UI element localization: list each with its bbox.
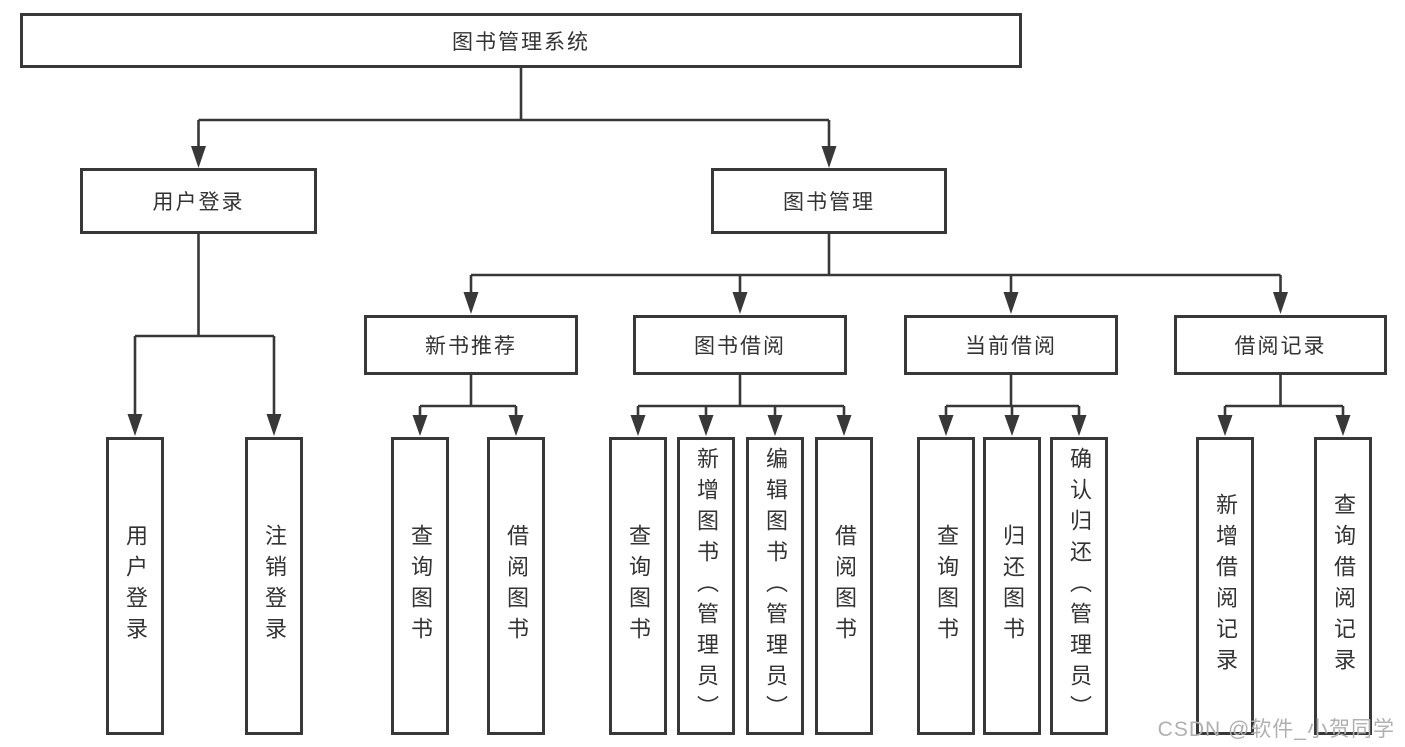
node-borrowing-records: 借阅记录 [1174,315,1387,375]
leaf-add-borrow-record-label: 新增借阅记录 [1213,493,1238,679]
node-book-borrowing: 图书借阅 [633,315,847,375]
leaf-user-login-label: 用户登录 [123,524,148,648]
leaf-search-books-recommend-label: 查询图书 [408,524,433,648]
node-book-management: 图书管理 [711,168,947,234]
leaf-logout: 注销登录 [245,437,303,735]
leaf-search-books-borrowing-label: 查询图书 [626,524,651,648]
leaf-return-book-label: 归还图书 [1000,524,1025,648]
node-book-borrowing-label: 图书借阅 [694,335,786,358]
leaf-borrow-books-recommend: 借阅图书 [487,437,545,735]
node-root: 图书管理系统 [20,13,1022,68]
watermark-text: CSDN @软件_小贺同学 [1157,718,1395,741]
leaf-search-books-current: 查询图书 [917,437,975,735]
leaf-edit-book-admin: 编辑图书（管理员） [746,437,804,735]
leaf-add-borrow-record: 新增借阅记录 [1196,437,1254,735]
node-current-borrowing: 当前借阅 [904,315,1118,375]
leaf-logout-label: 注销登录 [262,524,287,648]
leaf-user-login: 用户登录 [106,437,164,735]
node-user-login-label: 用户登录 [152,191,245,214]
node-current-borrowing-label: 当前借阅 [965,335,1057,358]
leaf-search-borrow-record-label: 查询借阅记录 [1331,493,1356,679]
node-user-login: 用户登录 [80,168,317,234]
leaf-borrow-books-borrowing: 借阅图书 [815,437,873,735]
leaf-add-book-admin-label: 新增图书（管理员） [694,446,719,726]
node-borrowing-records-label: 借阅记录 [1234,335,1327,358]
arrowheads [127,146,1351,436]
leaf-borrow-books-borrowing-label: 借阅图书 [832,524,857,648]
leaf-confirm-return-admin-label: 确认归还（管理员） [1067,446,1092,726]
leaf-search-books-borrowing: 查询图书 [609,437,667,735]
leaf-search-books-recommend: 查询图书 [391,437,449,735]
leaf-borrow-books-recommend-label: 借阅图书 [504,524,529,648]
leaf-search-borrow-record: 查询借阅记录 [1314,437,1372,735]
node-new-book-recommendation: 新书推荐 [364,315,578,375]
node-root-label: 图书管理系统 [452,30,590,54]
node-book-management-label: 图书管理 [783,191,875,214]
node-new-book-recommendation-label: 新书推荐 [425,335,517,358]
leaf-add-book-admin: 新增图书（管理员） [677,437,735,735]
leaf-return-book: 归还图书 [983,437,1041,735]
leaf-search-books-current-label: 查询图书 [934,524,959,648]
leaf-confirm-return-admin: 确认归还（管理员） [1050,437,1108,735]
leaf-edit-book-admin-label: 编辑图书（管理员） [763,446,788,726]
